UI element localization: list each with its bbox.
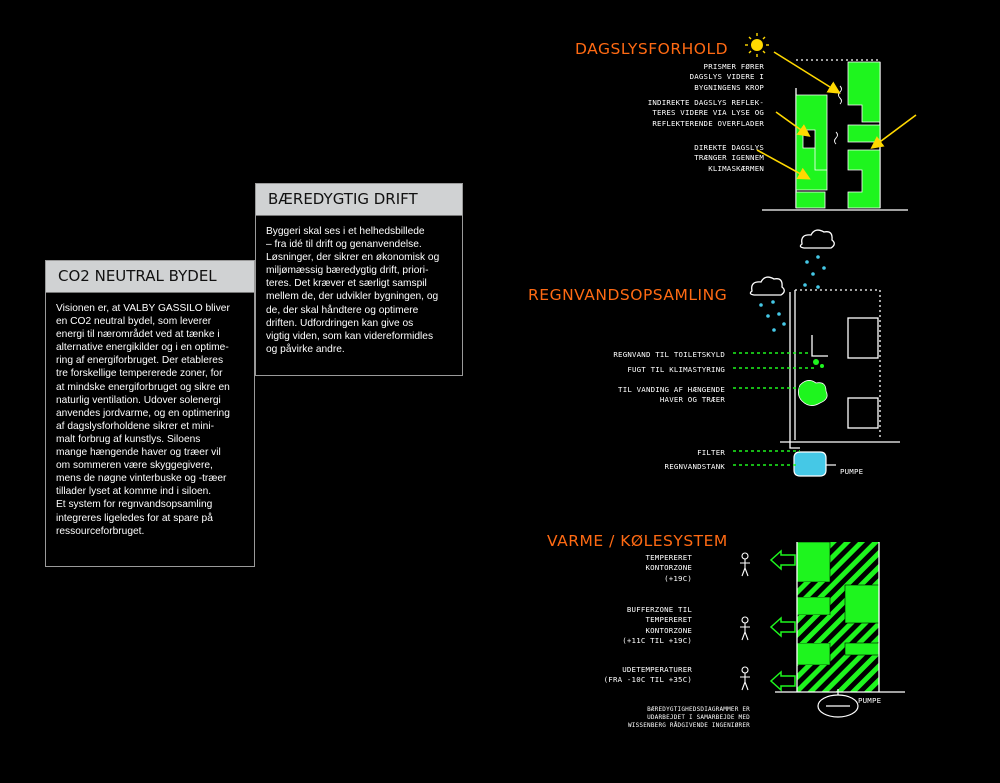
label-direkte-dagslys: DIREKTE DAGSLYS TRÆNGER IGENNEM KLIMASKÆ…: [694, 143, 764, 173]
water-tank-icon: [793, 451, 836, 477]
label-vanding: TIL VANDING AF HÆNGENDE HAVER OG TRÆER: [618, 385, 725, 405]
rainwater-diagram: [733, 229, 900, 477]
heating-cooling-diagram: [740, 541, 905, 718]
card-title: BÆREDYGTIG DRIFT: [256, 184, 462, 216]
section-title-dagslys: DAGSLYSFORHOLD: [575, 40, 729, 58]
label-bufferzone: BUFFERZONE TIL TEMPERERET KONTORZONE (+1…: [622, 605, 692, 646]
sun-icon: [745, 33, 769, 57]
rain-cloud-icon: [749, 229, 835, 296]
label-filter: FILTER: [697, 448, 725, 457]
credit-text: BÆREDYGTIGHEDSDIAGRAMMER ER UDARBEJDET I…: [628, 706, 750, 729]
label-toiletskyld: REGNVAND TIL TOILETSKYLD: [613, 350, 725, 359]
label-indirekte-dagslys: INDIREKTE DAGSLYS REFLEK- TERES VIDERE V…: [647, 98, 764, 128]
label-fugt: FUGT TIL KLIMASTYRING: [627, 365, 725, 374]
label-tempereret-kontorzone: TEMPERERET KONTORZONE (+19C): [645, 553, 692, 583]
label-regnvandstank: REGNVANDSTANK: [664, 462, 725, 471]
section-title-regnvand: REGNVANDSOPSAMLING: [528, 286, 728, 304]
section-title-varme: VARME / KØLESYSTEM: [547, 532, 728, 550]
label-udetemperaturer: UDETEMPERATURER (FRA -10C TIL +35C): [603, 665, 692, 685]
label-pumpe-regn: PUMPE: [840, 467, 864, 476]
card-title: CO2 NEUTRAL BYDEL: [46, 261, 254, 293]
heat-pump-icon: [817, 689, 859, 718]
card-baeredygtig-drift: BÆREDYGTIG DRIFT Byggeri skal ses i et h…: [255, 183, 463, 376]
card-body: Visionen er, at VALBY GASSILO bliver en …: [56, 303, 230, 537]
prism-icon: [834, 85, 842, 145]
card-body: Byggeri skal ses i et helhedsbillede – f…: [266, 226, 440, 355]
daylight-diagram: [745, 33, 917, 211]
label-prismer: PRISMER FØRER DAGSLYS VIDERE I BYGNINGEN…: [689, 62, 764, 92]
label-pumpe-varme: PUMPE: [858, 696, 882, 705]
person-icon: [740, 552, 750, 691]
card-co2-neutral-bydel: CO2 NEUTRAL BYDEL Visionen er, at VALBY …: [45, 260, 255, 567]
